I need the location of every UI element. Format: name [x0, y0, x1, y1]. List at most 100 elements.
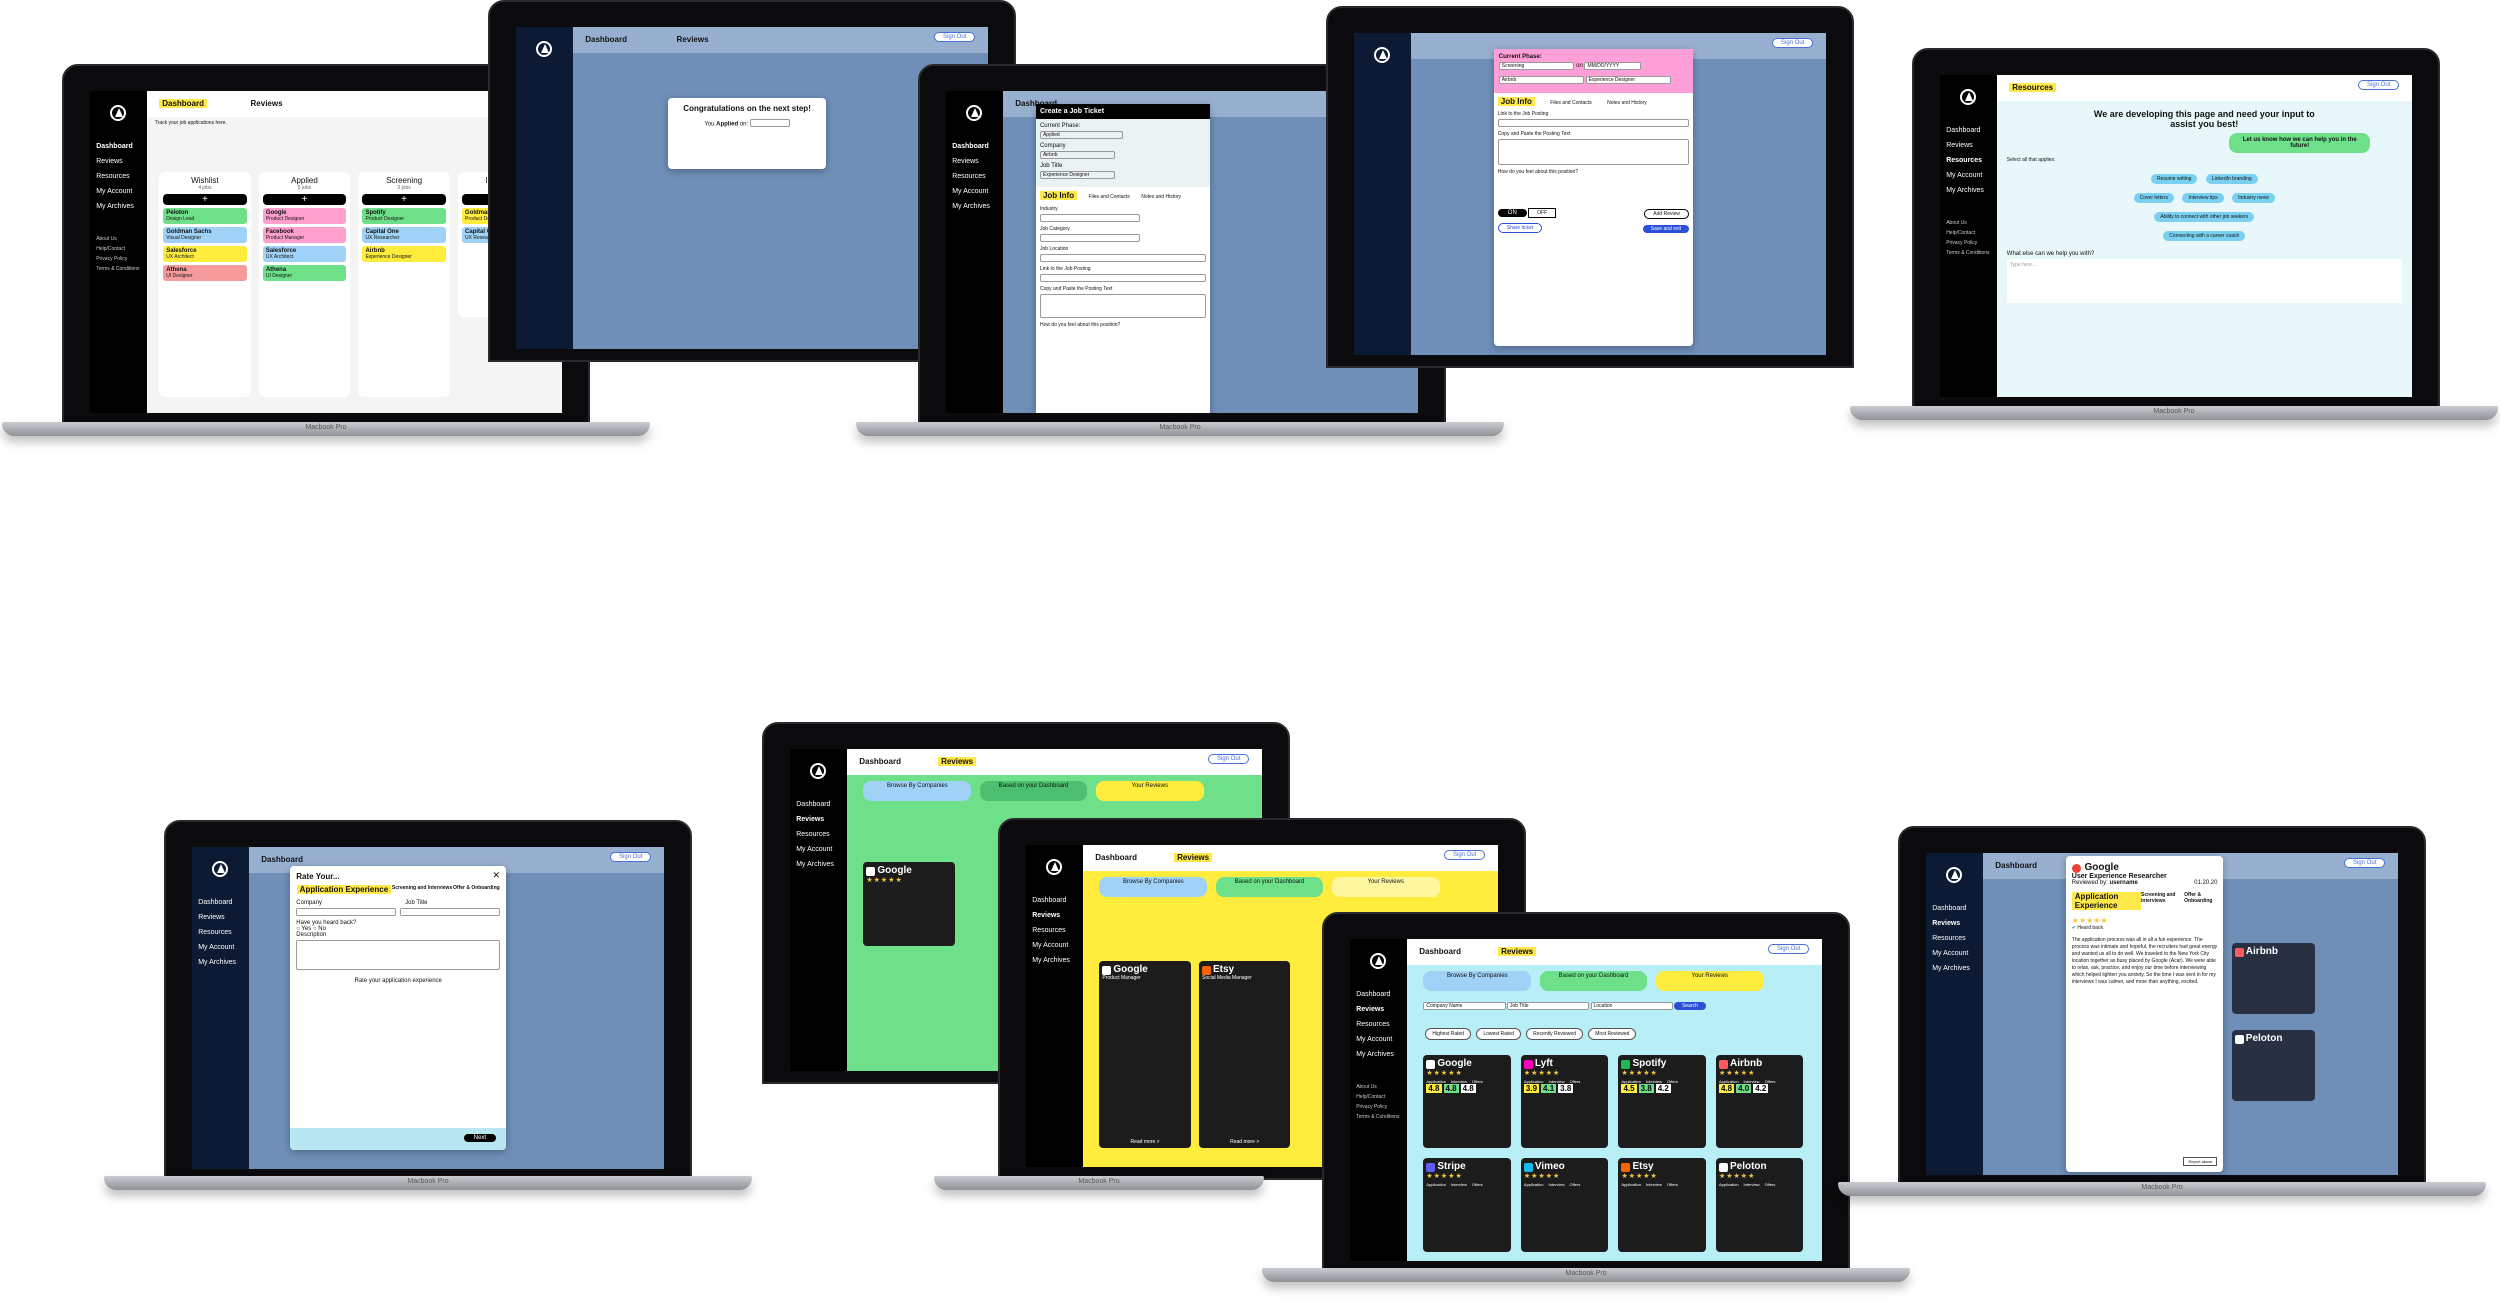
review-card[interactable]: Etsy Social Media Manager Read more >	[1198, 961, 1291, 1148]
add-card-button[interactable]: +	[362, 193, 446, 205]
tab-notes[interactable]: Notes and History	[1141, 193, 1182, 200]
location-input[interactable]	[1039, 253, 1207, 262]
tab-offer[interactable]: Offer & Onboarding	[2184, 892, 2213, 905]
tab-based-dashboard[interactable]: Based on your Dashboard	[1539, 971, 1648, 991]
tab-reviews[interactable]: Reviews	[1498, 946, 1537, 956]
feedback-textarea[interactable]: Type here...	[2006, 258, 2402, 303]
sidebar-item-reviews[interactable]: Reviews	[1032, 912, 1061, 920]
next-button[interactable]: Next	[463, 1133, 497, 1142]
tab-job-info[interactable]: Job Info	[1039, 190, 1078, 200]
industry-select[interactable]	[1039, 213, 1140, 222]
sidebar-item-reviews[interactable]: Reviews	[1356, 1006, 1385, 1014]
tab-your-reviews[interactable]: Your Reviews	[1095, 781, 1204, 801]
tab-reviews[interactable]: Reviews	[676, 34, 709, 44]
filter-highest[interactable]: Highest Rated	[1425, 1028, 1472, 1041]
sign-out-button[interactable]: Sign Out	[2344, 858, 2386, 869]
sidebar-item-reviews[interactable]: Reviews	[198, 914, 225, 922]
tab-job-info[interactable]: Job Info	[1497, 97, 1535, 107]
link-terms[interactable]: Terms & Conditions	[1946, 250, 1990, 257]
review-card[interactable]: Google Product Manager Read more >	[1099, 961, 1191, 1148]
share-ticket-button[interactable]: Share ticket	[1497, 223, 1543, 234]
company-search-input[interactable]: Company Name	[1423, 1002, 1506, 1011]
tab-reviews[interactable]: Reviews	[938, 756, 977, 766]
tab-screening[interactable]: Screening and Interviews	[391, 885, 453, 892]
sign-out-button[interactable]: Sign Out	[1208, 754, 1250, 765]
tab-dashboard[interactable]: Dashboard	[1419, 946, 1462, 956]
phase-select[interactable]: Applied	[1039, 130, 1124, 139]
sidebar-item-dashboard[interactable]: Dashboard	[1032, 897, 1067, 905]
toggle-off[interactable]: OFF	[1528, 208, 1557, 219]
tab-reviews[interactable]: Reviews	[1174, 852, 1213, 862]
tab-dashboard[interactable]: Dashboard	[859, 756, 902, 766]
radio-yes[interactable]: ○	[296, 926, 300, 933]
tab-based-dashboard[interactable]: Based on your Dashboard	[1215, 877, 1324, 897]
sidebar-item-resources[interactable]: Resources	[1032, 927, 1066, 935]
tab-dashboard[interactable]: Dashboard	[1995, 860, 2038, 870]
sidebar-item-my-account[interactable]: My Account	[1932, 950, 1969, 958]
link-about[interactable]: About Us	[1356, 1084, 1377, 1091]
paste-textarea[interactable]	[1497, 139, 1689, 166]
sidebar-item-my-account[interactable]: My Account	[796, 846, 833, 854]
sidebar-item-my-archives[interactable]: My Archives	[952, 203, 990, 211]
sign-out-button[interactable]: Sign Out	[610, 852, 652, 863]
sidebar-item-resources[interactable]: Resources	[1356, 1021, 1390, 1029]
add-card-button[interactable]: +	[262, 193, 347, 205]
sidebar-item-reviews[interactable]: Reviews	[1932, 920, 1961, 928]
tab-dashboard[interactable]: Dashboard	[585, 34, 628, 44]
phase-select[interactable]: Screening	[1498, 62, 1575, 71]
paste-textarea[interactable]	[1039, 293, 1207, 318]
link-about[interactable]: About Us	[1946, 220, 1967, 227]
link-terms[interactable]: Terms & Conditions	[96, 266, 140, 273]
sidebar-item-dashboard[interactable]: Dashboard	[198, 899, 233, 907]
tab-browse[interactable]: Browse By Companies	[1423, 971, 1532, 991]
sidebar-item-my-account[interactable]: My Account	[1946, 172, 1983, 180]
sidebar-item-my-account[interactable]: My Account	[198, 944, 235, 952]
sidebar-item-resources[interactable]: Resources	[796, 831, 830, 839]
company-card[interactable]: Google ★★★★★	[863, 861, 955, 946]
sign-out-button[interactable]: Sign Out	[2358, 80, 2400, 91]
link-help[interactable]: Help/Contact	[96, 246, 126, 253]
sidebar-item-resources[interactable]: Resources	[1946, 157, 1982, 165]
tab-screening[interactable]: Screening and Interviews	[2141, 892, 2176, 905]
sidebar-item-my-archives[interactable]: My Archives	[1932, 965, 1970, 973]
add-review-button[interactable]: Add Review	[1644, 209, 1689, 220]
job-title-input[interactable]: Experience Designer	[1585, 76, 1671, 85]
tab-based-dashboard[interactable]: Based on your Dashboard	[979, 781, 1088, 801]
sign-out-button[interactable]: Sign Out	[1444, 850, 1486, 861]
sign-out-button[interactable]: Sign Out	[1772, 38, 1814, 49]
add-card-button[interactable]: +	[163, 193, 247, 205]
company-card[interactable]: Peloton	[2231, 1030, 2315, 1102]
job-title-input[interactable]	[400, 908, 501, 917]
sidebar-item-my-archives[interactable]: My Archives	[198, 959, 236, 967]
tab-dashboard[interactable]: Dashboard	[1015, 99, 1057, 108]
read-more-link[interactable]: Read more >	[1130, 1138, 1160, 1145]
sidebar-item-my-archives[interactable]: My Archives	[1032, 957, 1070, 965]
link-terms[interactable]: Terms & Conditions	[1356, 1114, 1400, 1121]
close-icon[interactable]: ✕	[492, 870, 501, 881]
company-input[interactable]	[296, 908, 397, 917]
job-title-input[interactable]: Experience Designer	[1039, 170, 1115, 179]
sidebar-item-dashboard[interactable]: Dashboard	[796, 801, 831, 809]
tab-dashboard[interactable]: Dashboard	[261, 854, 304, 864]
tab-offer[interactable]: Offer & Onboarding	[453, 885, 500, 892]
link-privacy[interactable]: Privacy Policy	[96, 256, 128, 263]
option-connect[interactable]: Ability to connect with other job seeker…	[2154, 211, 2255, 222]
filter-most[interactable]: Most Reviewed	[1588, 1028, 1637, 1041]
sidebar-item-reviews[interactable]: Reviews	[952, 158, 979, 166]
sidebar-item-resources[interactable]: Resources	[952, 173, 986, 181]
link-privacy[interactable]: Privacy Policy	[1946, 240, 1978, 247]
link-help[interactable]: Help/Contact	[1356, 1094, 1386, 1101]
